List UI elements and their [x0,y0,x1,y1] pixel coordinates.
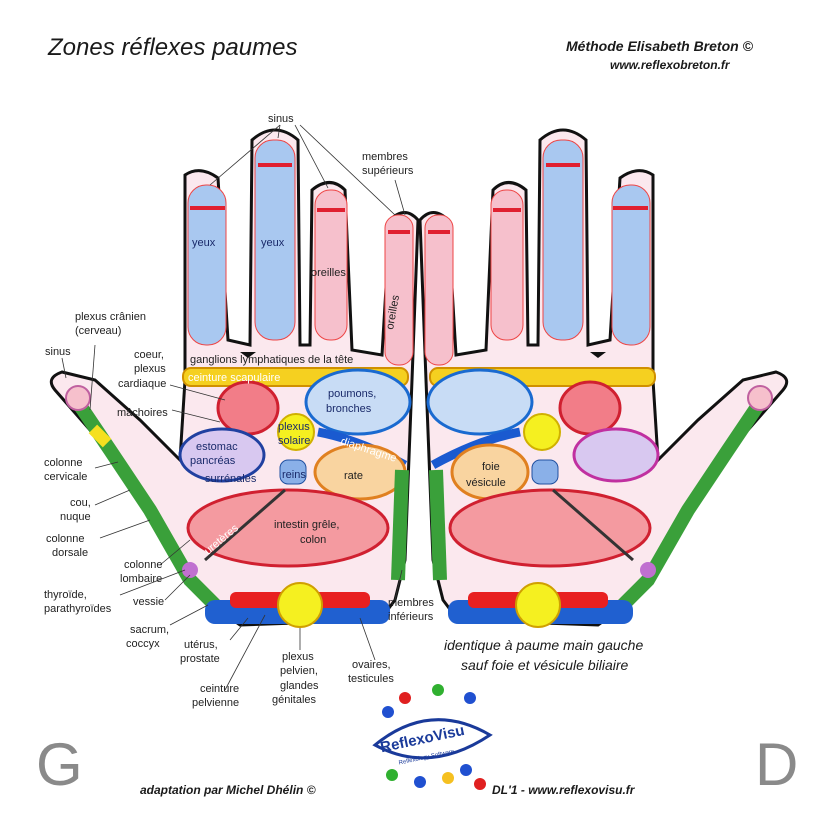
label-machoires: mâchoires [117,407,168,419]
label-sacrum-2: coccyx [126,638,160,650]
label-membres-inf-2: inférieurs [388,611,434,623]
label-coeur-1: coeur, [134,349,164,361]
label-sinus-left: sinus [45,346,71,358]
label-colonne-lomb-2: lombaire [120,573,162,585]
left-uretere-zone [204,488,286,562]
label-oreilles-1: oreilles [311,267,346,279]
left-coeur-zone [216,380,280,436]
label-vessie: vessie [133,596,164,608]
label-coeur-2: plexus [134,363,166,375]
label-yeux-2: yeux [261,237,285,249]
left-hand-letter: G [36,731,83,798]
left-poumons-zone [304,368,412,436]
label-colonne-dors-1: colonne [46,533,85,545]
label-intestin-2: colon [300,534,326,546]
label-cou-1: cou, [70,497,91,509]
left-finger4-zone [384,214,414,366]
label-plexus-solaire-2: solaire [278,435,310,447]
page-title: Zones réflexes paumes [48,34,298,61]
label-estomac-2: pancréas [190,455,236,467]
note-line-2: sauf foie et vésicule biliaire [461,657,629,673]
note-line-1: identique à paume main gauche [444,637,644,653]
zone-labels: sinus membres supérieurs yeux yeux oreil… [44,113,506,709]
left-finger1-zone [187,184,227,346]
label-membres-sup-2: supérieurs [362,165,414,177]
label-surrenales: surrénales [205,473,257,485]
label-thyroide-1: thyroïde, [44,589,87,601]
label-intestin-1: intestin grêle, [274,519,339,531]
label-plexus-cranien-1: plexus crânien [75,311,146,323]
label-membres-sup-1: membres [362,151,408,163]
left-finger3-zone [314,189,348,341]
label-colonne-dors-2: dorsale [52,547,88,559]
dl-url: DL'1 - www.reflexovisu.fr [492,783,635,797]
label-poumons-2: bronches [326,403,372,415]
adaptation-credit: adaptation par Michel Dhélin © [140,783,316,797]
label-ceinture-pelv-1: ceinture [200,683,239,695]
label-ovaires-2: testicules [348,673,394,685]
label-estomac-1: estomac [196,441,238,453]
left-finger2-zone [254,139,296,341]
label-sacrum-1: sacrum, [130,624,169,636]
label-plexus-solaire-1: plexus [278,421,310,433]
label-plexus-pelv-3: glandes [280,680,319,692]
label-foie-2: vésicule [466,477,506,489]
label-colonne-cerv-2: cervicale [44,471,87,483]
label-reins: reins [282,469,306,481]
label-colonne-lomb-1: colonne [124,559,163,571]
label-sinus-top: sinus [268,113,294,125]
left-intestin-zone [186,488,390,568]
left-hand [49,128,420,628]
label-plexus-pelv-2: pelvien, [280,665,318,677]
label-uterus-2: prostate [180,653,220,665]
label-rate: rate [344,470,363,482]
label-poumons-1: poumons, [328,388,376,400]
left-reins-zone [279,459,307,485]
left-plexus-pelv-zone [277,582,323,628]
label-membres-inf-1: membres [388,597,434,609]
label-ceinture-scap: ceinture scapulaire [188,372,280,384]
label-uterus-1: utérus, [184,639,218,651]
method-credit: Méthode Elisabeth Breton © [566,38,753,54]
method-url: www.reflexobreton.fr [610,58,730,72]
left-plexus-solaire-zone [277,413,315,451]
label-ceinture-pelv-2: pelvienne [192,697,239,709]
right-hand [418,128,789,628]
left-membres-inf-zone [391,469,409,581]
leader-lines [61,124,406,691]
label-cou-2: nuque [60,511,91,523]
label-plexus-pelv-1: plexus [282,651,314,663]
label-plexus-cranien-2: (cerveau) [75,325,121,337]
logo-eye-icon [372,718,493,760]
left-estomac-zone [178,427,266,483]
label-plexus-pelv-4: génitales [272,694,317,706]
label-colonne-cerv-1: colonne [44,457,83,469]
label-thyroide-2: parathyroïdes [44,603,112,615]
label-ganglions: ganglions lymphatiques de la tête [190,354,353,366]
label-foie-1: foie [482,461,500,473]
reflexovisu-logo: ReflexoVisu Reflexology Software [372,684,493,790]
right-hand-letter: D [755,731,799,798]
label-yeux-1: yeux [192,237,216,249]
label-ovaires-1: ovaires, [352,659,391,671]
label-coeur-3: cardiaque [118,378,166,390]
